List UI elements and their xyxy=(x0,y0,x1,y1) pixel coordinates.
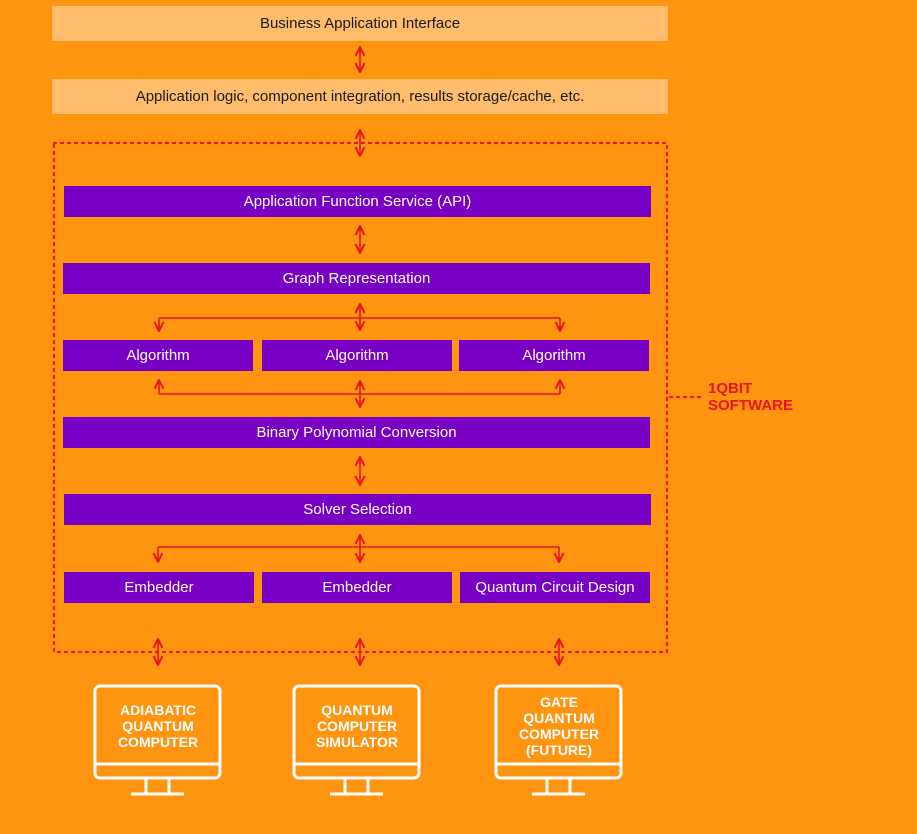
1qbit-software-label: 1QBIT SOFTWARE xyxy=(708,380,793,414)
application-logic-label: Application logic, component integration… xyxy=(135,88,585,105)
solver-selection-box: Solver Selection xyxy=(64,494,651,525)
computer-label-line: ADIABATIC xyxy=(120,702,196,718)
embedder-label: Embedder xyxy=(322,579,392,596)
graph-representation-label: Graph Representation xyxy=(282,270,431,287)
api-label: Application Function Service (API) xyxy=(243,193,472,210)
computer-label-line: COMPUTER xyxy=(117,734,199,750)
binary-polynomial-conversion-box: Binary Polynomial Conversion xyxy=(63,417,650,448)
quantum-circuit-design-box: Quantum Circuit Design xyxy=(460,572,650,603)
monitor-icon xyxy=(93,684,222,796)
computer-label-line: SIMULATOR xyxy=(316,734,398,750)
algorithm-label: Algorithm xyxy=(126,347,190,364)
api-box: Application Function Service (API) xyxy=(64,186,651,217)
embedder-label: Embedder xyxy=(124,579,194,596)
side-label-line: SOFTWARE xyxy=(708,397,793,414)
graph-representation-box: Graph Representation xyxy=(63,263,650,294)
algorithm-box: Algorithm xyxy=(262,340,452,371)
application-logic-box: Application logic, component integration… xyxy=(52,79,668,114)
monitor-icon xyxy=(494,684,623,796)
computer-label-line: COMPUTER xyxy=(316,718,398,734)
side-label-line: 1QBIT xyxy=(708,380,753,397)
gate-quantum-computer: GATE QUANTUM COMPUTER (FUTURE) xyxy=(494,684,624,799)
business-application-interface-box: Business Application Interface xyxy=(52,6,668,41)
algorithm-box: Algorithm xyxy=(63,340,253,371)
quantum-circuit-design-label: Quantum Circuit Design xyxy=(475,579,635,596)
computer-label-line: (FUTURE) xyxy=(525,742,593,758)
binary-polynomial-conversion-label: Binary Polynomial Conversion xyxy=(256,424,457,441)
computer-label-line: GATE xyxy=(540,694,578,710)
computer-label-line: QUANTUM xyxy=(122,718,194,734)
embedder-box: Embedder xyxy=(262,572,452,603)
computer-label-line: QUANTUM xyxy=(321,702,393,718)
business-application-interface-label: Business Application Interface xyxy=(259,15,461,32)
algorithm-box: Algorithm xyxy=(459,340,649,371)
computer-label-line: QUANTUM xyxy=(523,710,595,726)
solver-selection-label: Solver Selection xyxy=(303,501,412,518)
adiabatic-quantum-computer: ADIABATIC QUANTUM COMPUTER xyxy=(93,684,223,799)
computer-label-line: COMPUTER xyxy=(518,726,600,742)
algorithm-label: Algorithm xyxy=(325,347,389,364)
algorithm-label: Algorithm xyxy=(522,347,586,364)
embedder-box: Embedder xyxy=(64,572,254,603)
monitor-icon xyxy=(292,684,421,796)
quantum-computer-simulator: QUANTUM COMPUTER SIMULATOR xyxy=(292,684,422,799)
